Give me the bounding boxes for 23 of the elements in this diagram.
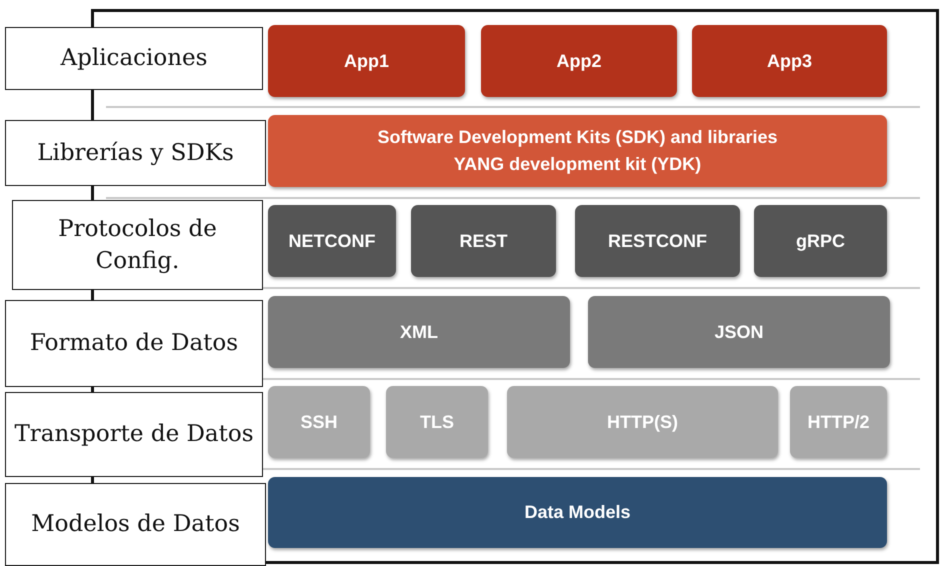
layer-label: Transporte de Datos — [5, 392, 263, 477]
layer-block: App1 — [268, 25, 465, 97]
layer-block: App2 — [481, 25, 677, 97]
layer-block: TLS — [386, 386, 488, 458]
layer-block: SSH — [268, 386, 370, 458]
layer-label: Modelos de Datos — [5, 483, 266, 566]
layer-label: Aplicaciones — [5, 27, 263, 90]
block-text: Software Development Kits (SDK) and libraries — [377, 126, 778, 149]
layer-block: NETCONF — [268, 205, 396, 277]
layer-block: App3 — [692, 25, 887, 97]
layer-block: gRPC — [754, 205, 887, 277]
block-text: YANG development kit (YDK) — [454, 153, 702, 176]
layer-block: XML — [268, 296, 570, 368]
layer-block: RESTCONF — [575, 205, 740, 277]
layer-block: HTTP(S) — [507, 386, 778, 458]
layer-block: JSON — [588, 296, 890, 368]
layer-block: REST — [411, 205, 556, 277]
layer-label: Librerías y SDKs — [5, 120, 266, 186]
layer-label: Formato de Datos — [5, 300, 263, 387]
layer-label: Protocolos de Config. — [12, 200, 263, 290]
layer-block: Data Models — [268, 477, 887, 548]
layer-block — [268, 115, 887, 187]
layer-block: HTTP/2 — [790, 386, 887, 458]
